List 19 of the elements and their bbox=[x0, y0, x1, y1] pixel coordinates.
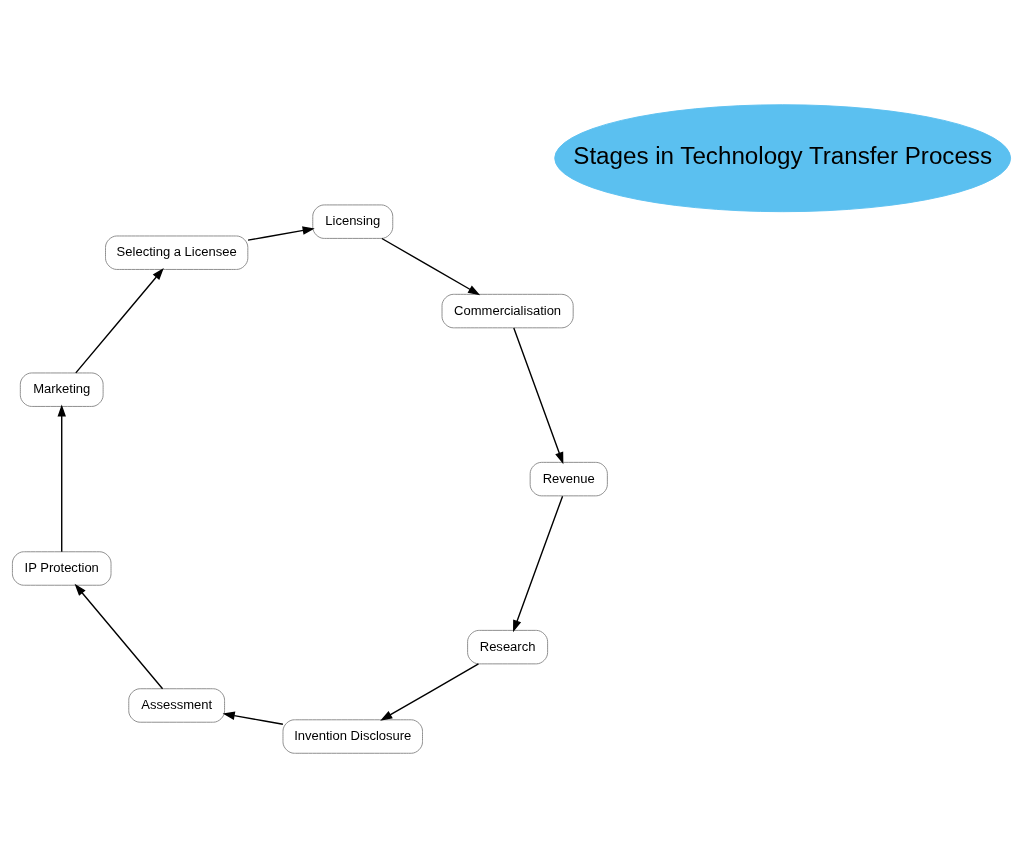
arrow bbox=[380, 663, 480, 721]
arrow bbox=[381, 237, 481, 296]
arrow bbox=[74, 583, 164, 690]
arrow bbox=[513, 327, 564, 465]
node-box: Commercialisation bbox=[441, 293, 574, 329]
node-box: Revenue bbox=[529, 461, 608, 497]
arrow bbox=[222, 711, 284, 725]
node-box: Selecting a Licensee bbox=[105, 235, 249, 270]
node-box: Licensing bbox=[312, 204, 394, 239]
node-box: Marketing bbox=[19, 372, 104, 407]
node-box: Assessment bbox=[128, 688, 226, 723]
arrow bbox=[513, 495, 564, 633]
node-ellipse: Stages in Technology Transfer Process bbox=[554, 104, 1012, 213]
node-box: IP Protection bbox=[11, 551, 112, 586]
arrow bbox=[57, 404, 66, 553]
node-box: Research bbox=[467, 629, 549, 665]
arrow bbox=[247, 226, 315, 241]
node-box: Invention Disclosure bbox=[282, 719, 423, 754]
arrow bbox=[75, 268, 164, 374]
